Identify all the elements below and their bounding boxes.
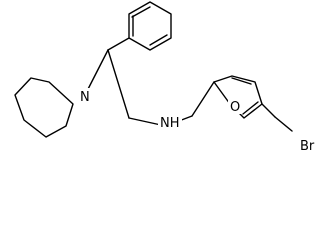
chain-bonds — [84, 37, 215, 126]
bromine-label: Br — [300, 139, 315, 154]
pyrrolidine-ring — [14, 77, 74, 138]
furan-oxygen-label-background — [228, 98, 242, 114]
pyrrolidine-nitrogen-label: N — [80, 90, 90, 105]
furan-ring — [213, 75, 293, 132]
amine-label: NH — [160, 116, 180, 131]
amine-label-background — [158, 114, 182, 130]
atom-labels: N NH O Br — [78, 88, 322, 154]
benzene-ring — [128, 1, 172, 51]
chemical-structure: N NH O Br — [14, 1, 322, 154]
furan-oxygen-label: O — [230, 100, 240, 115]
bromine-label-background — [298, 136, 322, 154]
pyrrolidine-nitrogen-label-background — [78, 88, 92, 104]
